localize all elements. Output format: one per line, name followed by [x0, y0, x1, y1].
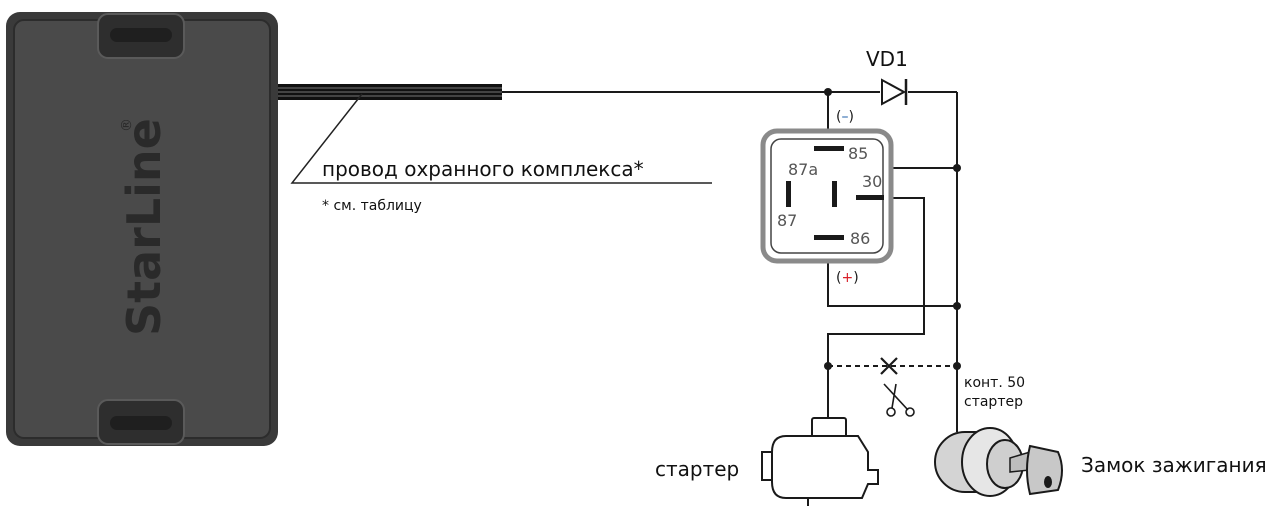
pin-87-label: 87 [777, 211, 797, 230]
registered-mark: ® [119, 118, 135, 132]
alarm-wire-footnote: * см. таблицу [322, 198, 422, 214]
pin-85-label: 85 [848, 144, 868, 163]
wires [502, 91, 958, 420]
minus-sign: – [841, 109, 848, 125]
scissors-icon [883, 383, 915, 417]
alarm-wire-label: провод охранного комплекса* [322, 157, 644, 181]
pin-30-label: 30 [862, 172, 882, 191]
polarity-minus-label: (–) [836, 109, 854, 125]
polarity-plus: (+) [836, 270, 859, 286]
polarity-minus: (–) [836, 109, 854, 125]
starter-icon [761, 417, 879, 506]
relay-pin-85 [814, 146, 844, 151]
top-mounting-slot [110, 28, 172, 42]
plus-sign: + [841, 270, 853, 286]
diode-vd1: VD1 [866, 47, 908, 106]
brand-logo: StarLine [117, 118, 171, 336]
ignition-label: Замок зажигания [1081, 453, 1267, 477]
wire-label-leader [290, 93, 712, 184]
junction-dots [824, 88, 961, 370]
ignition-contact-line1: конт. 50 [964, 375, 1025, 391]
cut-mark-icon [880, 357, 898, 375]
bottom-mounting-slot [110, 416, 172, 430]
ignition-lock-icon [934, 404, 1063, 497]
diode-triangle [881, 78, 907, 106]
cable-bundle [278, 84, 502, 100]
key-head [1026, 444, 1063, 496]
relay: 85 87a 30 87 86 [760, 128, 894, 264]
polarity-plus-label: (+) [836, 270, 859, 286]
ignition-contact-line2: стартер [964, 394, 1023, 410]
relay-pin-87a-contact [832, 181, 837, 207]
diode-label: VD1 [866, 47, 908, 71]
key-hole [1044, 476, 1052, 488]
pin-86-label: 86 [850, 229, 870, 248]
relay-outer [760, 128, 894, 264]
pin-87a-label: 87a [788, 160, 818, 179]
starline-module: StarLine ® [6, 12, 278, 446]
relay-pin-86 [814, 235, 844, 240]
starter-label: стартер [655, 457, 739, 481]
relay-pin-30 [856, 195, 884, 200]
relay-pin-87 [786, 181, 791, 207]
